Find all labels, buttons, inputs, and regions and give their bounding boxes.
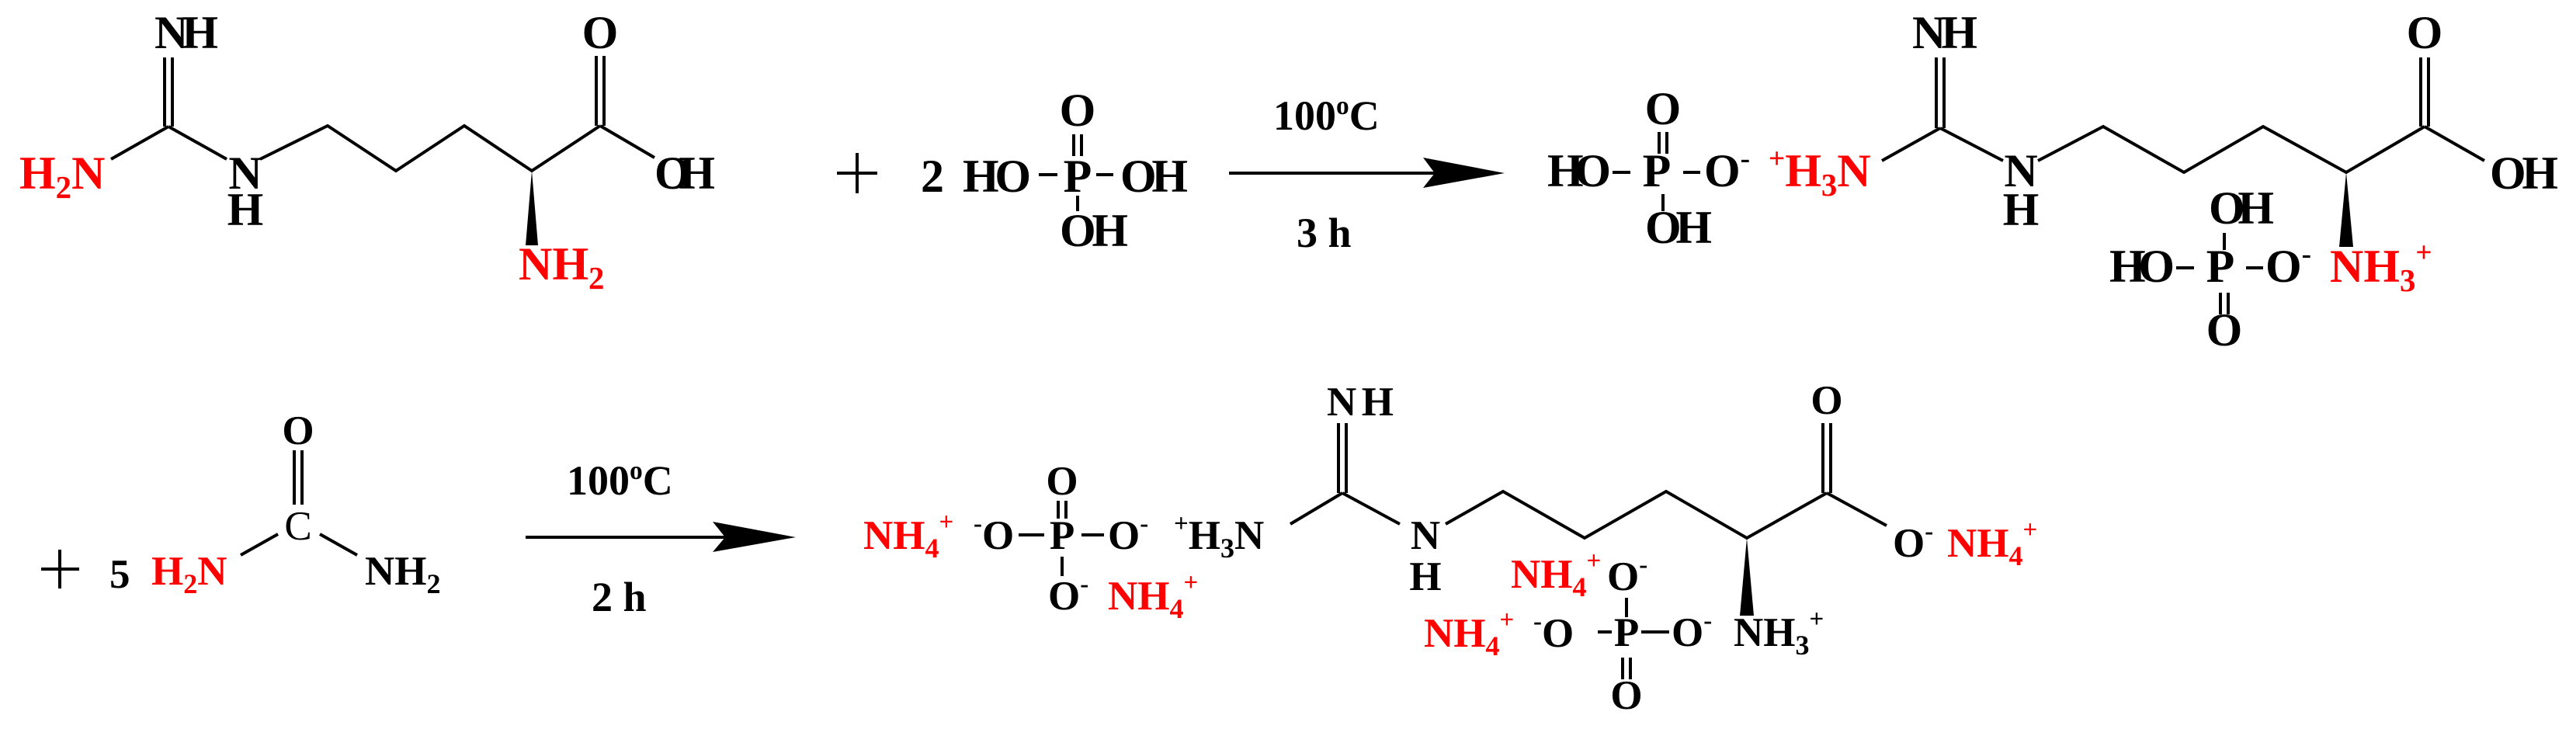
phosphoric-acid-top-oxygen: O <box>1060 85 1096 136</box>
plus-sign-1 <box>837 153 877 193</box>
product-1-sec-amine-n: N <box>2004 145 2037 196</box>
product-2-counter-ion-1: NH4+ <box>863 509 953 564</box>
urea-molecule: O C H2N NH2 <box>151 408 441 599</box>
arginine-phosphate-salt: HO P O- O OH +H3N NH N H O OH <box>1547 7 2558 356</box>
arrow-1-temperature: 100oC <box>1273 92 1380 139</box>
arginine-hydroxyl-label: OH <box>654 148 715 199</box>
phosphoric-acid-right-hydroxyl: OH <box>1120 151 1188 202</box>
product-1-carbonyl-oxygen: O <box>2407 7 2443 58</box>
product-1-phosphate-right-oxide: O- <box>2265 238 2311 292</box>
phosphoric-acid-coefficient: 2 <box>921 151 944 202</box>
product-2-counter-ion-3: NH4+ <box>1947 516 2037 571</box>
arginine-molecule: NH H2N N H O OH NH2 <box>19 7 715 296</box>
product-2-carboxylate-oxygen: O- <box>1893 518 1933 566</box>
arrowhead-icon <box>713 522 796 552</box>
product-1-hydroxyl: OH <box>2490 148 2558 199</box>
reaction-1: NH H2N N H O OH NH2 2 HO P OH O OH <box>19 7 2558 356</box>
plus-sign-2 <box>41 550 79 588</box>
product-1-phosphate-right-left-hydroxyl: HO <box>2109 241 2175 292</box>
product-1-phosphate-right-bottom-oxygen: O <box>2206 304 2243 356</box>
product-1-imine-label: NH <box>1912 7 1977 58</box>
product-2-phosphate-left-top-oxygen: O <box>1046 459 1078 504</box>
phosphoric-acid-bottom-hydroxyl: OH <box>1060 205 1128 256</box>
product-1-phosphate-right-top-hydroxyl: OH <box>2209 182 2274 234</box>
product-2-phosphate-left-oxide-3: O- <box>1048 571 1088 619</box>
product-1-phosphate-left-hydroxyl: HO <box>1547 145 1611 196</box>
arginine-bonds <box>110 56 656 245</box>
arginine-sec-amine-h-label: H <box>227 184 264 235</box>
arrow-1-time: 3 h <box>1297 210 1352 256</box>
phosphoric-acid-molecule: HO P OH O OH <box>963 85 1188 256</box>
urea-left-amine: H2N <box>151 549 227 599</box>
product-2-phosphate-right-top-oxide: O- <box>1607 551 1647 599</box>
product-2-alpha-ammonium: NH3+ <box>1734 606 1824 661</box>
product-2-phosphate-right-right-oxide: O- <box>1672 607 1712 655</box>
reaction-arrow-1: 100oC 3 h <box>1229 92 1505 256</box>
arrowhead-icon <box>1423 158 1505 188</box>
product-1-sec-amine-h: H <box>2003 184 2040 235</box>
arrow-2-time: 2 h <box>592 574 647 620</box>
arginine-carbonyl-oxygen-label: O <box>582 7 619 58</box>
arrow-2-temperature: 100oC <box>567 456 673 504</box>
product-1-alpha-ammonium: NH3+ <box>2330 237 2432 298</box>
product-2-counter-ion-4: NH4+ <box>1511 547 1601 602</box>
product-2-phosphate-left-oxide-1: -O <box>974 510 1014 558</box>
product-2-phosphate-right-left-oxide: -O <box>1533 608 1574 656</box>
product-2-sec-amine-n: N <box>1411 513 1440 558</box>
product-2-counter-ion-5: NH4+ <box>1424 606 1514 661</box>
arginine-imine-label: NH <box>154 7 218 58</box>
product-2-sec-amine-h: H <box>1409 554 1441 599</box>
arginine-terminal-amine-label: H2N <box>19 148 105 205</box>
product-1-guanidinium-label: +H3N <box>1769 143 1871 203</box>
arginine-sec-amine-n-label: N <box>228 148 262 199</box>
stereo-wedge <box>2339 172 2353 247</box>
stereo-wedge <box>1740 538 1754 616</box>
urea-carbon: C <box>284 504 311 549</box>
product-1-phosphate-left-bottom-hydroxyl: OH <box>1645 202 1712 253</box>
product-2-counter-ion-2: NH4+ <box>1108 569 1198 624</box>
product-2-phosphate-left-phosphorus: P <box>1050 513 1074 558</box>
reaction-arrow-2: 100oC 2 h <box>526 456 796 620</box>
product-1-phosphate-left-top-oxygen: O <box>1645 83 1682 134</box>
product-2-phosphate-right-bottom-oxygen: O <box>1610 673 1642 718</box>
urea-coefficient: 5 <box>109 552 130 597</box>
stereo-wedge <box>526 171 538 245</box>
product-2-carbonyl-oxygen: O <box>1810 378 1842 423</box>
phosphoric-acid-left-hydroxyl: HO <box>963 151 1031 202</box>
urea-carbonyl-oxygen: O <box>282 408 314 453</box>
product-1-phosphate-left-oxide: O- <box>1704 143 1750 196</box>
product-1-phosphate-left-phosphorus: P <box>1643 145 1672 196</box>
phosphoric-acid-phosphorus: P <box>1064 151 1092 202</box>
urea-right-amine: NH2 <box>365 549 441 599</box>
product-2-guanidinium-label: +H3N <box>1174 510 1264 564</box>
product-1-phosphate-right-phosphorus: P <box>2206 241 2235 292</box>
product-2-phosphate-right-phosphorus: P <box>1614 610 1639 655</box>
product-2-phosphate-left-oxide-2: O- <box>1108 510 1148 558</box>
arginine-alpha-amine-label: NH2 <box>519 238 604 296</box>
